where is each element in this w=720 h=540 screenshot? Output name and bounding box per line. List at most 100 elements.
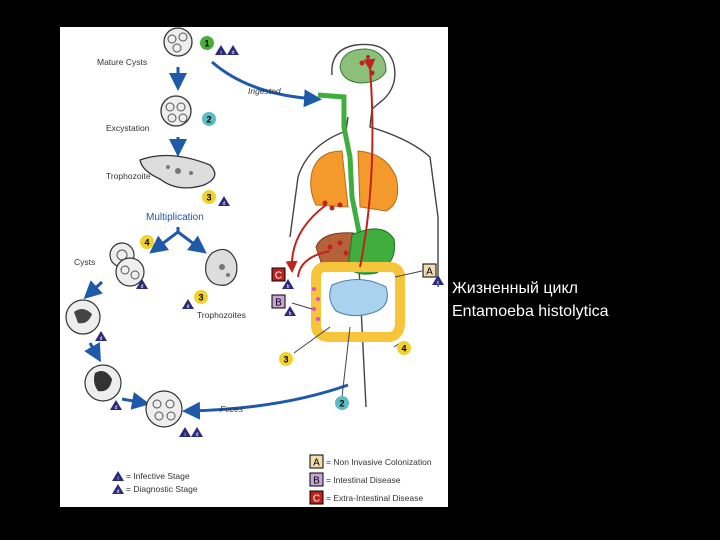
arrow-cyst-seq-1 (83, 280, 104, 300)
svg-text:d: d (223, 201, 226, 207)
infective-stage-mark: i (215, 45, 227, 56)
feces-arrow (182, 383, 349, 420)
multiplication-label: Multiplication (146, 212, 204, 223)
step-3-badge: 3 (194, 290, 208, 304)
svg-text:B: B (275, 298, 282, 309)
diagnostic-stage-mark: d (227, 45, 239, 56)
ingested-label: Ingested (248, 86, 281, 96)
svg-text:d: d (100, 336, 103, 342)
svg-text:C: C (275, 271, 282, 282)
parasite-dot (322, 200, 328, 206)
svg-text:3: 3 (198, 293, 203, 303)
mature-cysts-label: Mature Cysts (97, 57, 147, 67)
cyst-images (109, 242, 145, 287)
pointer-line-2 (341, 326, 351, 398)
stage-mark-a: c (432, 275, 444, 286)
colon (311, 262, 405, 342)
stage-mark-b: b (284, 306, 296, 317)
svg-text:i: i (184, 432, 185, 438)
mature-cyst-image (163, 27, 193, 57)
step-2-badge: 2 (335, 396, 349, 410)
svg-text:3: 3 (283, 355, 288, 365)
svg-text:b: b (287, 284, 290, 290)
diagnostic-stage-mark: d (191, 427, 203, 438)
svg-text:d: d (117, 489, 120, 495)
trophozoite-label: Trophozoite (106, 171, 151, 181)
svg-text:= Infective Stage: = Infective Stage (126, 471, 190, 481)
life-cycle-diagram: Mature Cysts 1 i d Excystation 2 Trophoz… (60, 27, 448, 507)
final-cyst-image (145, 390, 183, 428)
site-box-a: A (422, 263, 437, 278)
pointer-line-b (291, 302, 313, 310)
step-4-badge: 4 (397, 341, 411, 355)
svg-text:d: d (196, 432, 199, 438)
diagnostic-stage-mark: d (95, 331, 107, 342)
svg-text:= Extra-Intestinal Disease: = Extra-Intestinal Disease (326, 493, 423, 503)
svg-text:d: d (187, 304, 190, 310)
stage-mark-c: b (282, 279, 294, 290)
intestinal-lesions (312, 287, 320, 321)
svg-text:1: 1 (204, 39, 209, 49)
step-3-badge: 3 (279, 352, 293, 366)
svg-text:d: d (141, 284, 144, 290)
legend-diagnostic: d = Diagnostic Stage (112, 484, 198, 495)
diagnostic-stage-mark: d (136, 279, 148, 290)
trophozoites-image (205, 248, 238, 286)
svg-text:i: i (220, 50, 221, 56)
diagnostic-stage-mark: d (110, 400, 122, 411)
excystation-label: Excystation (106, 123, 150, 133)
svg-text:A: A (426, 267, 433, 278)
site-box-b: B (271, 294, 286, 309)
parasite-dot (359, 60, 365, 66)
ingested-arrow (211, 60, 322, 108)
svg-text:2: 2 (206, 115, 211, 125)
dissemination-arrow-brain (359, 58, 376, 268)
step-1-badge: 1 (200, 36, 214, 50)
parasite-dot (337, 202, 343, 208)
parasite-dot (327, 244, 333, 250)
small-intestine (329, 279, 388, 317)
svg-text:d: d (115, 405, 118, 411)
svg-text:C: C (313, 494, 320, 505)
diagnostic-stage-mark: d (218, 196, 230, 207)
pointer-line-a (394, 270, 423, 278)
dissemination-arrow-liver (297, 250, 331, 278)
legend-infective: i = Infective Stage (112, 471, 190, 482)
svg-text:b: b (289, 311, 292, 317)
slide-caption: Жизненный цикл Entamoeba histolytica (452, 277, 609, 323)
esophagus (317, 92, 363, 238)
feces-label: Feces (220, 404, 244, 414)
diagnostic-stage-mark: d (182, 299, 194, 310)
parasite-dot (337, 240, 343, 246)
svg-text:= Non Invasive Colonization: = Non Invasive Colonization (326, 457, 432, 467)
trophozoite-image (139, 154, 216, 189)
arrow-cyst-seq-3 (121, 391, 150, 410)
dissemination-arrow-lung (285, 204, 327, 273)
step-4-badge: 4 (140, 235, 154, 249)
parasite-dot (343, 250, 349, 256)
caption-line-1: Жизненный цикл (452, 280, 578, 297)
svg-text:c: c (437, 280, 440, 286)
svg-text:2: 2 (339, 399, 344, 409)
pointer-line-3 (293, 326, 331, 354)
left-lung (310, 150, 349, 208)
step-3-badge: 3 (202, 190, 216, 204)
parasite-dot (329, 205, 335, 211)
cysts-label: Cysts (74, 257, 95, 267)
step-2-badge: 2 (202, 112, 216, 126)
cyst-stage-image-1 (65, 299, 101, 335)
right-lung (357, 150, 399, 212)
svg-text:4: 4 (144, 238, 149, 248)
site-box-c: C (271, 267, 286, 282)
legend-c: C = Extra-Intestinal Disease (309, 490, 423, 505)
infective-stage-mark: i (179, 427, 191, 438)
legend-b: B = Intestinal Disease (309, 472, 401, 487)
svg-text:3: 3 (206, 193, 211, 203)
svg-text:B: B (313, 476, 320, 487)
svg-text:= Intestinal Disease: = Intestinal Disease (326, 475, 401, 485)
arrow-to-trophozoites (177, 230, 207, 254)
svg-text:i: i (117, 476, 118, 482)
trophozoites-label: Trophozoites (197, 310, 246, 320)
svg-text:A: A (313, 458, 320, 469)
brain (339, 48, 387, 84)
